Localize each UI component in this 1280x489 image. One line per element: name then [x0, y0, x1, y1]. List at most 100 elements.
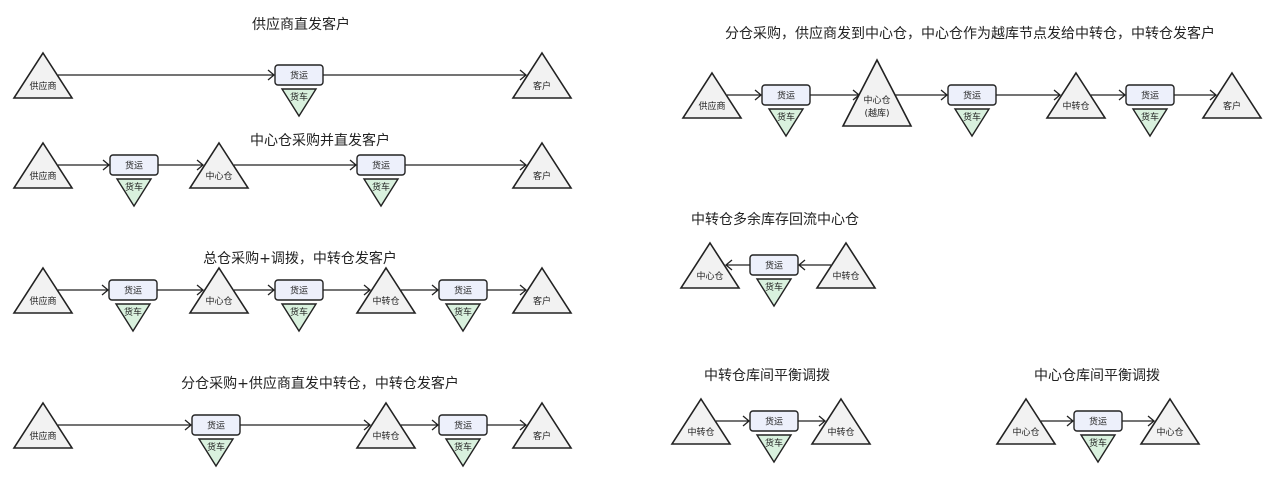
- node: 客户: [511, 401, 573, 449]
- node-label: 客户: [533, 80, 551, 92]
- arrowhead-icon: [1147, 415, 1156, 427]
- diagram-title: 中心仓库间平衡调拨: [1034, 368, 1160, 384]
- freight-box: [947, 84, 997, 106]
- arrowhead-icon: [349, 159, 358, 171]
- node-sublabel: (越库): [864, 107, 889, 119]
- node: 中心仓: [188, 141, 250, 189]
- freight-box: [1073, 410, 1123, 432]
- arrowhead-icon: [196, 159, 205, 171]
- node: 中心仓: [679, 241, 741, 289]
- node-triangle-icon: [681, 71, 743, 119]
- truck-icon: [755, 278, 793, 308]
- truck-icon: [114, 303, 152, 333]
- freight-label: 货运: [454, 285, 472, 297]
- freight-label: 货运: [454, 420, 472, 432]
- truck-label: 货车: [125, 181, 143, 193]
- diagram-title: 中心仓采购并直发客户: [250, 132, 390, 149]
- arrowhead-icon: [1209, 89, 1218, 101]
- node-triangle-icon: [1201, 71, 1263, 119]
- node-label: 客户: [533, 430, 551, 442]
- truck-label: 货车: [372, 181, 390, 193]
- freight-box: [274, 279, 324, 301]
- truck-icon: [280, 303, 318, 333]
- freight-box: [109, 154, 159, 176]
- truck-icon: [444, 438, 482, 468]
- freight-box: [356, 154, 406, 176]
- node-label: 中转仓: [372, 430, 399, 442]
- arrowhead-icon: [519, 159, 528, 171]
- arrowhead-icon: [267, 69, 276, 81]
- node-label: 中转仓: [1062, 100, 1089, 112]
- node-triangle-icon: [995, 397, 1057, 445]
- node-label: 中心仓: [205, 295, 232, 307]
- node-label: 中心仓: [1156, 426, 1183, 438]
- node-label: 供应商: [698, 100, 725, 112]
- freight-box: [1125, 84, 1175, 106]
- node-label: 供应商: [29, 80, 56, 92]
- node: 中转仓: [355, 266, 417, 314]
- arrowhead-icon: [101, 284, 110, 296]
- truck-icon: [1079, 434, 1117, 464]
- truck-label: 货车: [207, 441, 225, 453]
- node: 供应商: [681, 71, 743, 119]
- node-triangle-icon: [511, 141, 573, 189]
- node-label: 中心仓: [696, 270, 723, 282]
- freight-box: [749, 254, 799, 276]
- arrowhead-icon: [742, 415, 751, 427]
- node: 客户: [511, 266, 573, 314]
- node-label: 客户: [533, 170, 551, 182]
- node: 中心仓: [1139, 397, 1201, 445]
- arrowhead-icon: [267, 284, 276, 296]
- truck-label: 货车: [454, 441, 472, 453]
- diagram-title: 总仓采购+调拨，中转仓发客户: [203, 250, 397, 267]
- arrowhead-icon: [940, 89, 949, 101]
- node: 中转仓: [1045, 71, 1107, 119]
- freight-label: 货运: [1141, 90, 1159, 102]
- diagram-title: 分仓采购，供应商发到中心仓，中心仓作为越库节点发给中转仓，中转仓发客户: [725, 25, 1215, 42]
- truck-label: 货车: [1089, 437, 1107, 449]
- node-triangle-icon: [810, 397, 872, 445]
- node-triangle-icon: [188, 141, 250, 189]
- node-triangle-icon: [511, 51, 573, 99]
- freight-label: 货运: [125, 160, 143, 172]
- truck-icon: [115, 178, 153, 208]
- node-label: 客户: [1223, 100, 1241, 112]
- diagram-title: 中转仓多余库存回流中心仓: [691, 211, 859, 228]
- arrowhead-icon: [431, 284, 440, 296]
- truck-label: 货车: [765, 437, 783, 449]
- freight-label: 货运: [124, 285, 142, 297]
- node: 供应商: [12, 51, 74, 99]
- arrowhead-icon: [519, 69, 528, 81]
- arrowhead-icon: [1066, 415, 1075, 427]
- truck-label: 货车: [777, 111, 795, 123]
- node: 供应商: [12, 266, 74, 314]
- arrowhead-icon: [102, 159, 111, 171]
- node: 客户: [511, 141, 573, 189]
- arrowhead-icon: [363, 284, 372, 296]
- freight-box: [438, 279, 488, 301]
- node: 中转仓: [810, 397, 872, 445]
- node: 中心仓: [995, 397, 1057, 445]
- node-label: 中转仓: [372, 295, 399, 307]
- truck-icon: [1131, 108, 1169, 138]
- node-label: 中心仓: [205, 170, 232, 182]
- node-crossdock: 中心仓(越库): [841, 58, 913, 127]
- truck-label: 货车: [290, 306, 308, 318]
- node-triangle-icon: [1139, 397, 1201, 445]
- freight-label: 货运: [963, 90, 981, 102]
- node-triangle-icon: [679, 241, 741, 289]
- node: 中转仓: [815, 241, 877, 289]
- arrowhead-icon: [519, 419, 528, 431]
